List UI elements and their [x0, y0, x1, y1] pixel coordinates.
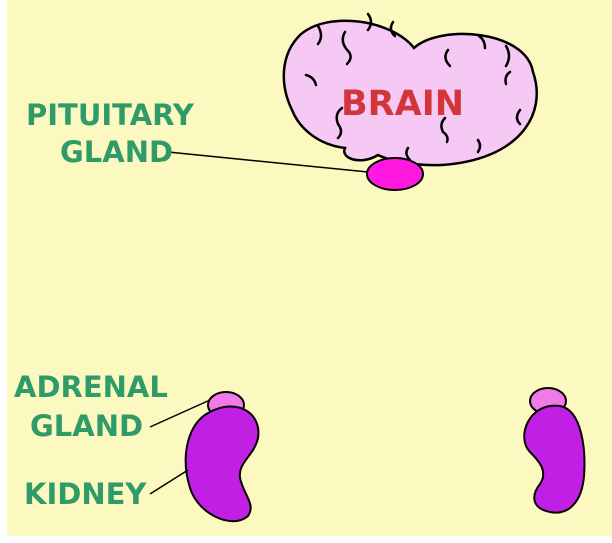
adrenal-label-line1: ADRENAL — [14, 370, 168, 404]
pituitary-label-line2: GLAND — [60, 135, 173, 169]
pituitary-label-line1: PITUITARY — [26, 98, 195, 132]
pituitary-gland — [367, 158, 423, 190]
brain-label: BRAIN — [341, 84, 464, 124]
kidney-label: KIDNEY — [24, 477, 147, 511]
adrenal-label-line2: GLAND — [30, 409, 143, 443]
